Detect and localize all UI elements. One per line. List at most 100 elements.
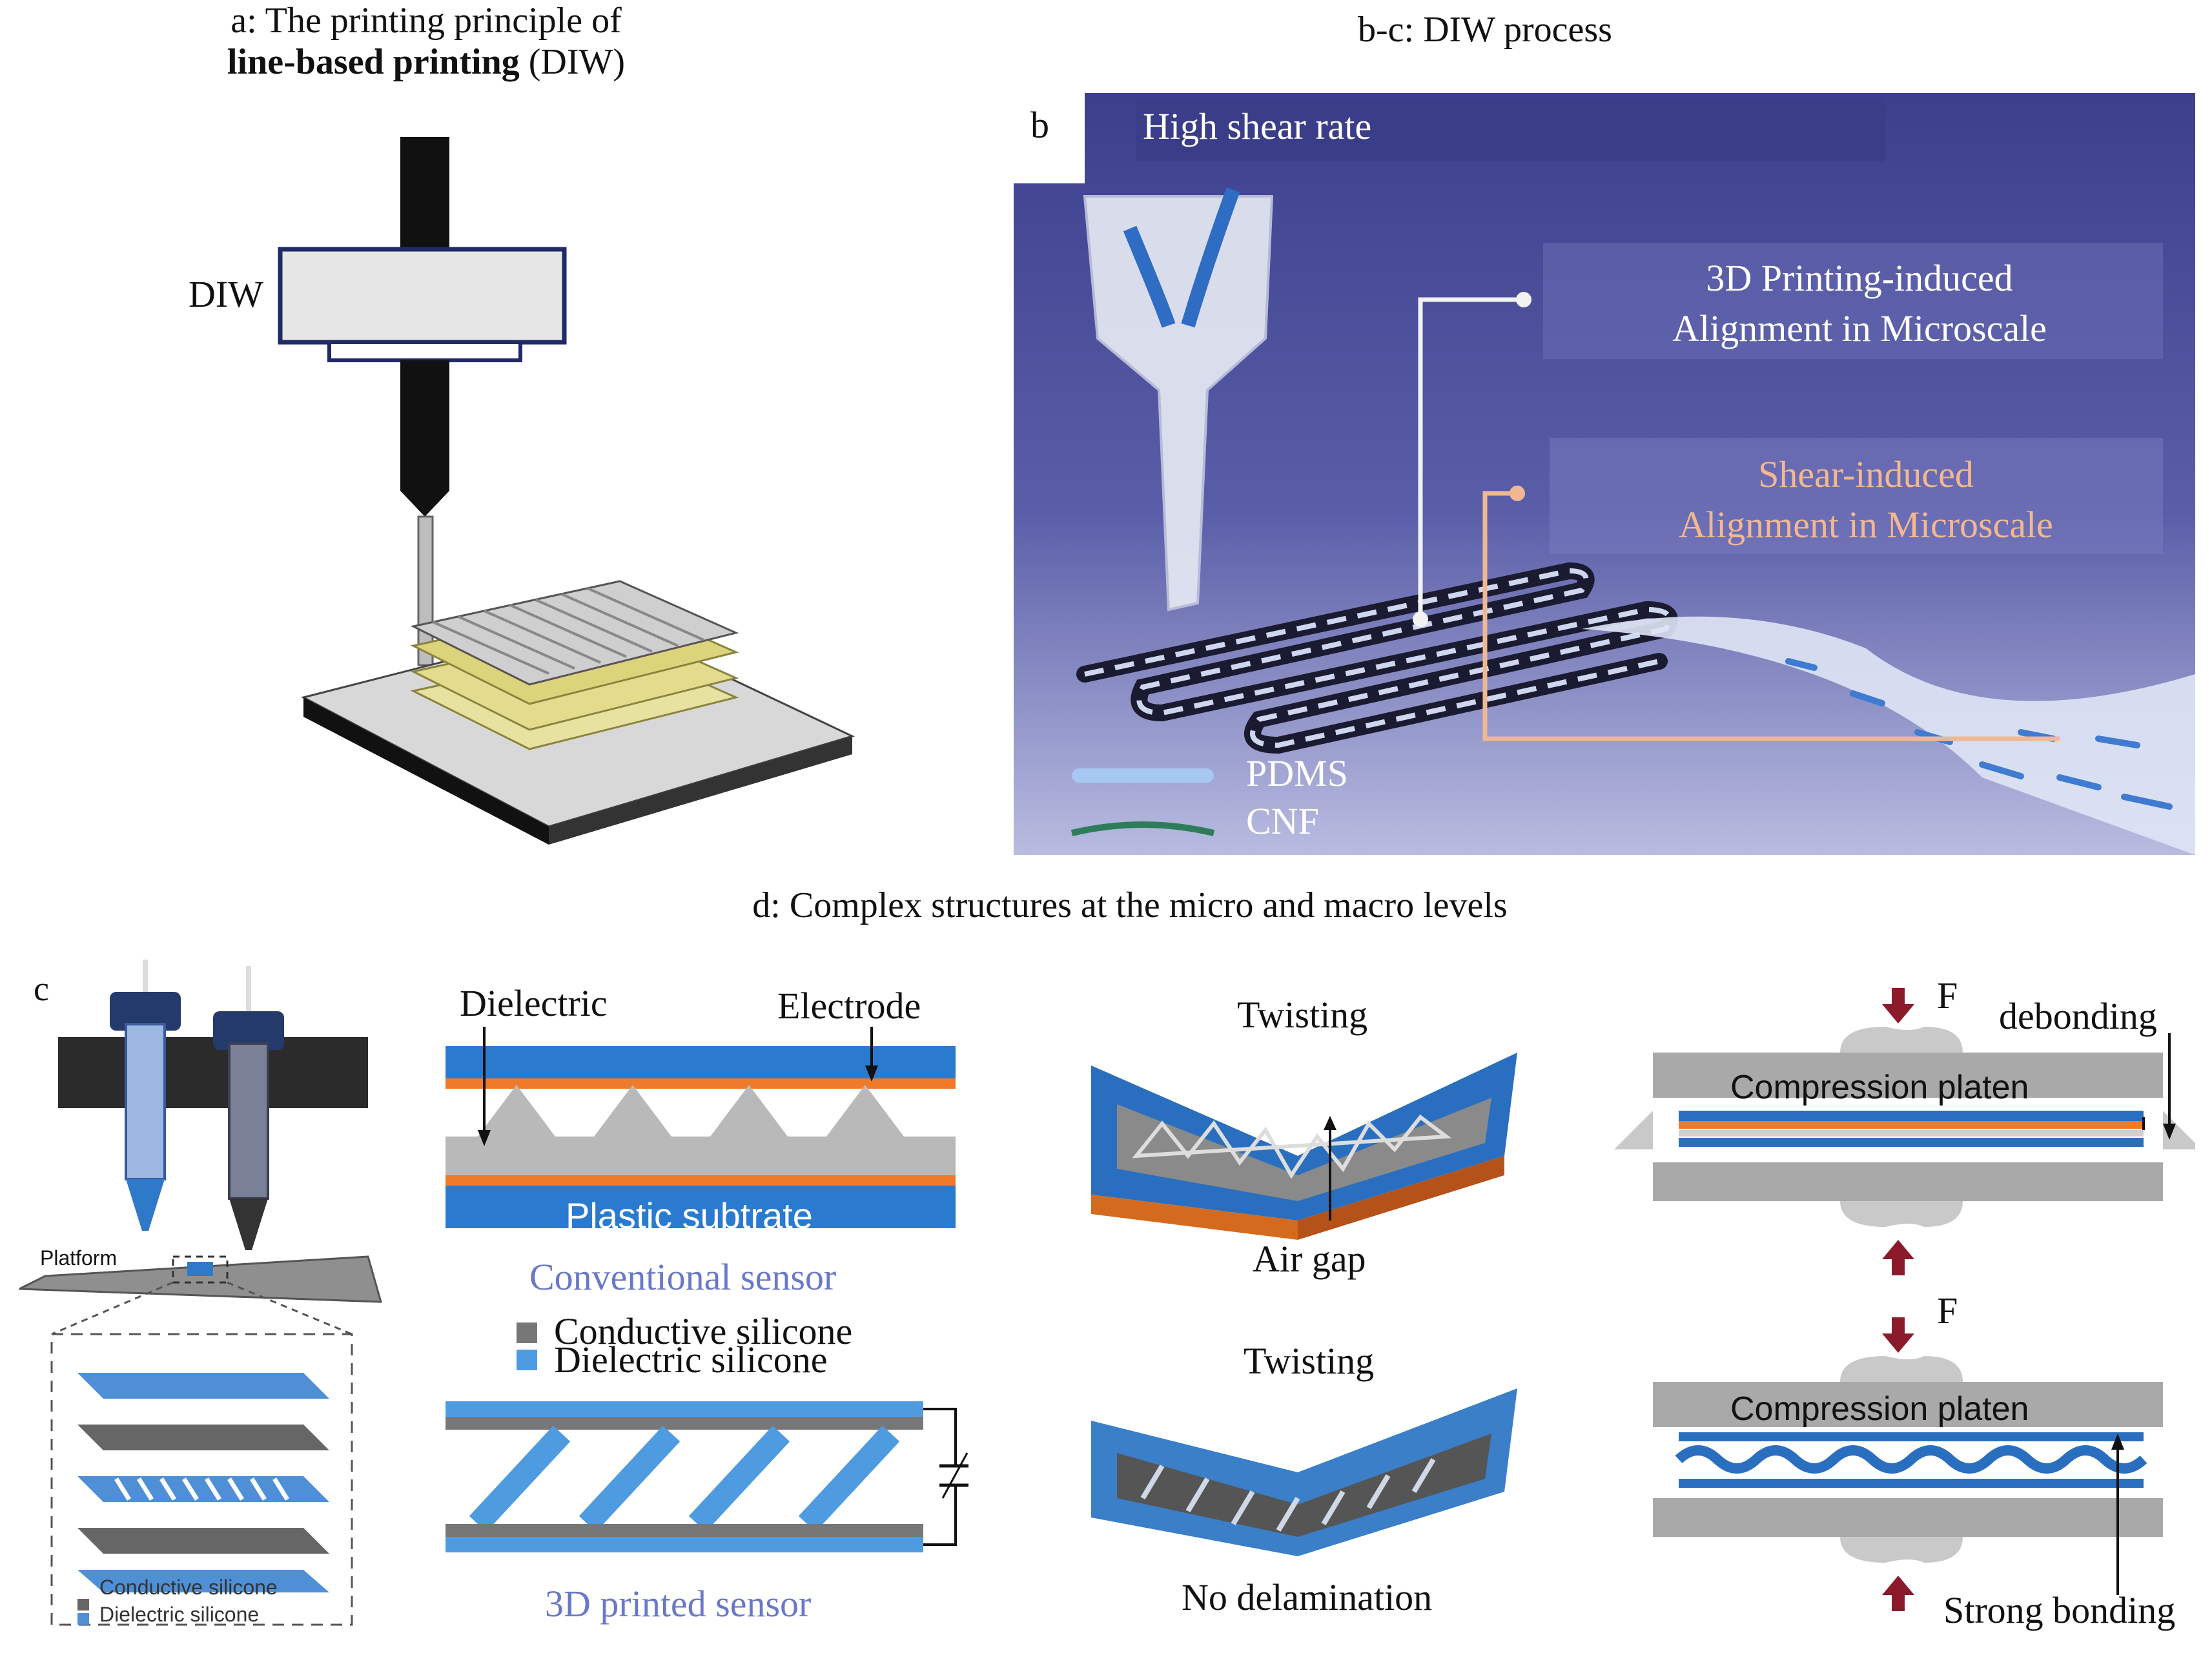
compression-platen-1	[1653, 1053, 2163, 1098]
printed-bottom-dielectric	[445, 1537, 923, 1552]
build-platform-side	[549, 736, 852, 845]
syringe-2-barrel	[228, 1042, 269, 1200]
twist-1-inner	[1117, 1098, 1491, 1201]
dielectric-arrow-head	[478, 1130, 491, 1146]
panel-b-letter-box	[1014, 93, 1085, 183]
dispenser-rail	[58, 1037, 368, 1108]
sensor-comparison-illustration	[445, 1027, 968, 1552]
printing-leader-line	[1418, 297, 1524, 619]
printing-leader-dot-start	[1413, 612, 1428, 627]
twisting-2-label: Twisting	[1244, 1340, 1375, 1382]
panel-a-caption-bold: line-based printing	[227, 42, 520, 82]
compression-platen-2	[1653, 1382, 2163, 1427]
platen-1-top-cap	[1840, 1027, 1963, 1053]
layer-1-blue-top	[1679, 1111, 2144, 1121]
force-arrow-up-2	[1882, 1576, 1914, 1611]
exploded-layer-1	[77, 1373, 329, 1399]
panel-a-caption: a: The printing principle of line-based …	[194, 0, 659, 83]
shear-leader-dot	[1510, 486, 1525, 501]
exploded-layer-5	[77, 1570, 329, 1592]
legend-conductive-swatch	[517, 1323, 537, 1343]
twist-1-orange-edge-right	[1298, 1156, 1504, 1240]
diw-label: DIW	[189, 273, 263, 315]
syringe-2-cap	[213, 1011, 284, 1050]
conventional-sensor-label: Conventional sensor	[529, 1256, 837, 1298]
debonding-label: debonding	[1999, 995, 2157, 1037]
build-platform-front	[303, 697, 549, 845]
no-delamination-label: No delamination	[1182, 1576, 1433, 1618]
conv-top-orange	[445, 1078, 956, 1089]
printing-leader-dot-end	[1516, 292, 1531, 307]
debond-wedge-right	[2163, 1111, 2195, 1149]
air-gap-label: Air gap	[1253, 1238, 1366, 1280]
printing-align-line2: Alignment in Microscale	[1672, 307, 2047, 349]
compression-platen-1-label: Compression platen	[1730, 1069, 2029, 1106]
syringe-1-cap	[110, 992, 181, 1031]
electrode-label: Electrode	[777, 985, 921, 1027]
panel-a-caption-line1: a: The printing principle of	[230, 1, 622, 41]
twist-2-struts	[1140, 1457, 1436, 1532]
serpentine-print-fibers	[1084, 568, 1672, 748]
legend-conductive-square	[77, 1599, 89, 1611]
panel-a-caption-rest: (DIW)	[519, 42, 625, 82]
force-2-label: F	[1937, 1290, 1958, 1332]
platen-2-bottom-cap	[1840, 1537, 1963, 1563]
capacitor-wire-top	[923, 1408, 957, 1466]
legend-dielectric-square	[77, 1613, 89, 1625]
shear-align-line1: Shear-induced	[1758, 453, 1974, 495]
printed-bottom-conductive	[445, 1524, 923, 1537]
platen-2-top-cap	[1840, 1356, 1963, 1382]
shear-align-box	[1550, 438, 2163, 554]
conductive-silicone-label: Conductive silicone	[554, 1310, 853, 1352]
bottom-platen-2	[1653, 1498, 2163, 1537]
capacitor-wire-bottom	[923, 1485, 957, 1546]
shear-leader-line	[1482, 491, 2060, 741]
diw-printer-illustration	[278, 137, 855, 845]
printing-align-label: 3D Printing-induced Alignment in Microsc…	[1550, 253, 2169, 354]
strong-bonding-label: Strong bonding	[1943, 1589, 2176, 1631]
exploded-layer-3-electrodes	[114, 1477, 289, 1501]
syringe-1-tip	[126, 1179, 165, 1231]
legend-dielectric-swatch	[517, 1350, 537, 1370]
syringe-2-tip	[229, 1199, 268, 1250]
debond-wedge-left	[1614, 1111, 1653, 1149]
layer-1-gap	[1679, 1130, 2144, 1137]
platen-1-bottom-cap	[1840, 1201, 1963, 1227]
legend-pdms-label: PDMS	[1246, 752, 1348, 794]
diw-head-box	[278, 247, 567, 345]
plastic-substrate-label: Plastic subtrate	[566, 1195, 813, 1236]
conv-dielectric-pyramids	[445, 1085, 956, 1175]
panel-b-letter: b	[1030, 104, 1049, 146]
shear-align-line2: Alignment in Microscale	[1679, 504, 2053, 546]
bonding-arrow-head	[2111, 1434, 2124, 1450]
conv-top-electrode	[445, 1046, 956, 1078]
platform-sample	[187, 1262, 213, 1276]
layer-1-orange	[1679, 1121, 2144, 1129]
platform-label: Platform	[40, 1246, 118, 1270]
layer-2-wavy-struts	[1675, 1445, 2147, 1474]
dielectric-label: Dielectric	[460, 982, 608, 1024]
legend-pdms-swatch	[1072, 768, 1214, 783]
high-shear-label: High shear rate	[1143, 105, 1372, 147]
twisting-illustration	[1091, 1053, 1517, 1556]
nozzle-blue-stream-left	[1123, 225, 1176, 328]
twist-1-orange-edge	[1091, 1195, 1298, 1240]
nozzle-body	[1083, 195, 1274, 612]
layer-2-blue-bottom	[1679, 1479, 2144, 1488]
panel-d-caption: d: Complex structures at the micro and m…	[752, 885, 1508, 925]
twisting-1-label: Twisting	[1237, 994, 1368, 1036]
platform-zoom-box	[172, 1255, 229, 1284]
conv-bottom-orange	[445, 1175, 956, 1186]
printed-top-conductive	[445, 1417, 923, 1430]
nozzle-blue-stream-right	[1181, 187, 1240, 328]
exploded-layer-2	[77, 1425, 329, 1450]
force-1-label: F	[1937, 974, 1958, 1016]
shear-ribbon	[1582, 616, 2195, 855]
printing-align-box	[1543, 243, 2163, 359]
layer-2-blue-top	[1679, 1432, 2144, 1441]
printer-shaft-lower	[400, 360, 449, 517]
printed-diagonal-struts	[469, 1425, 900, 1532]
air-gap-arrow-head	[1324, 1116, 1336, 1130]
dispenser-platform	[19, 1255, 383, 1303]
twist-1-pyramids	[1132, 1114, 1452, 1179]
